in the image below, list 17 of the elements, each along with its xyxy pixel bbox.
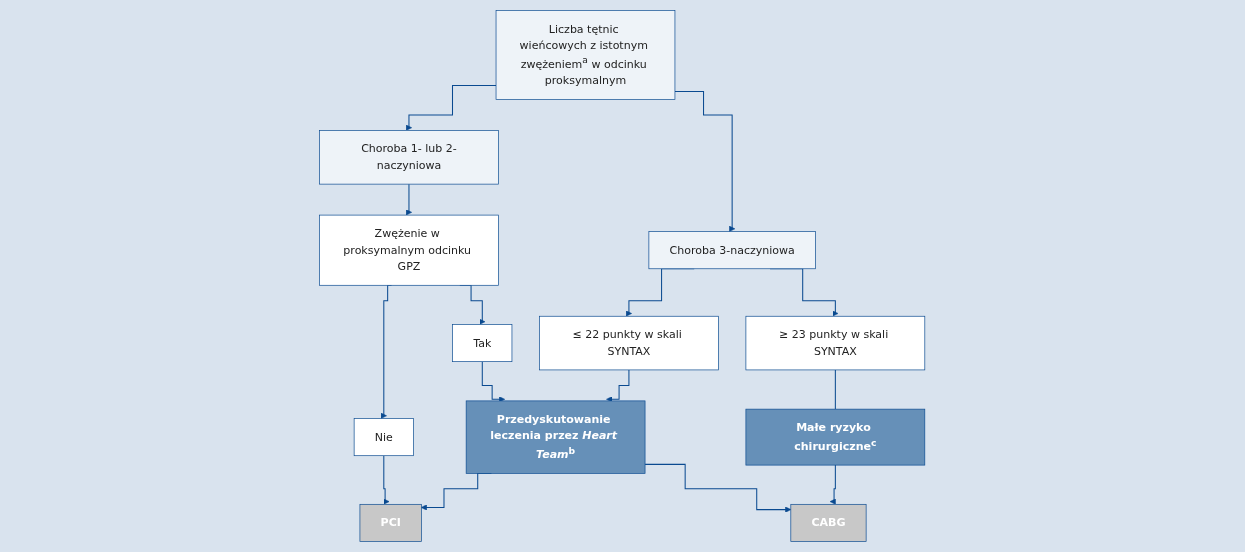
node-box: Małe ryzyko chirurgiczne$^{c}$ bbox=[745, 408, 926, 466]
arrow bbox=[406, 183, 413, 216]
node-box: Tak bbox=[452, 324, 513, 362]
node-box: ≥ 23 punkty w skali SYNTAX bbox=[745, 315, 926, 371]
node-box: ≤ 22 punkty w skali SYNTAX bbox=[539, 315, 720, 371]
node-box: Liczba tętnic wieńcowych z istotnym zwężeniem$^{a}$ w odcinku proksymalnym bbox=[496, 10, 676, 100]
node-box: Zwężenie w proksymalnym odcinku GPZ bbox=[319, 214, 500, 286]
node-box: Przedyskutowanie leczenia przez Heart Team$^{b}$ bbox=[466, 400, 646, 474]
arrow bbox=[383, 455, 390, 505]
node-box: Choroba 3-naczyniowa bbox=[648, 231, 817, 270]
node-box: Choroba 1- lub 2-naczyniowa bbox=[319, 130, 500, 185]
connector bbox=[835, 369, 837, 410]
arrow bbox=[674, 91, 736, 232]
arrow bbox=[830, 464, 837, 505]
arrow bbox=[406, 84, 497, 131]
arrow bbox=[644, 463, 792, 513]
node-box: Nie bbox=[354, 418, 415, 457]
